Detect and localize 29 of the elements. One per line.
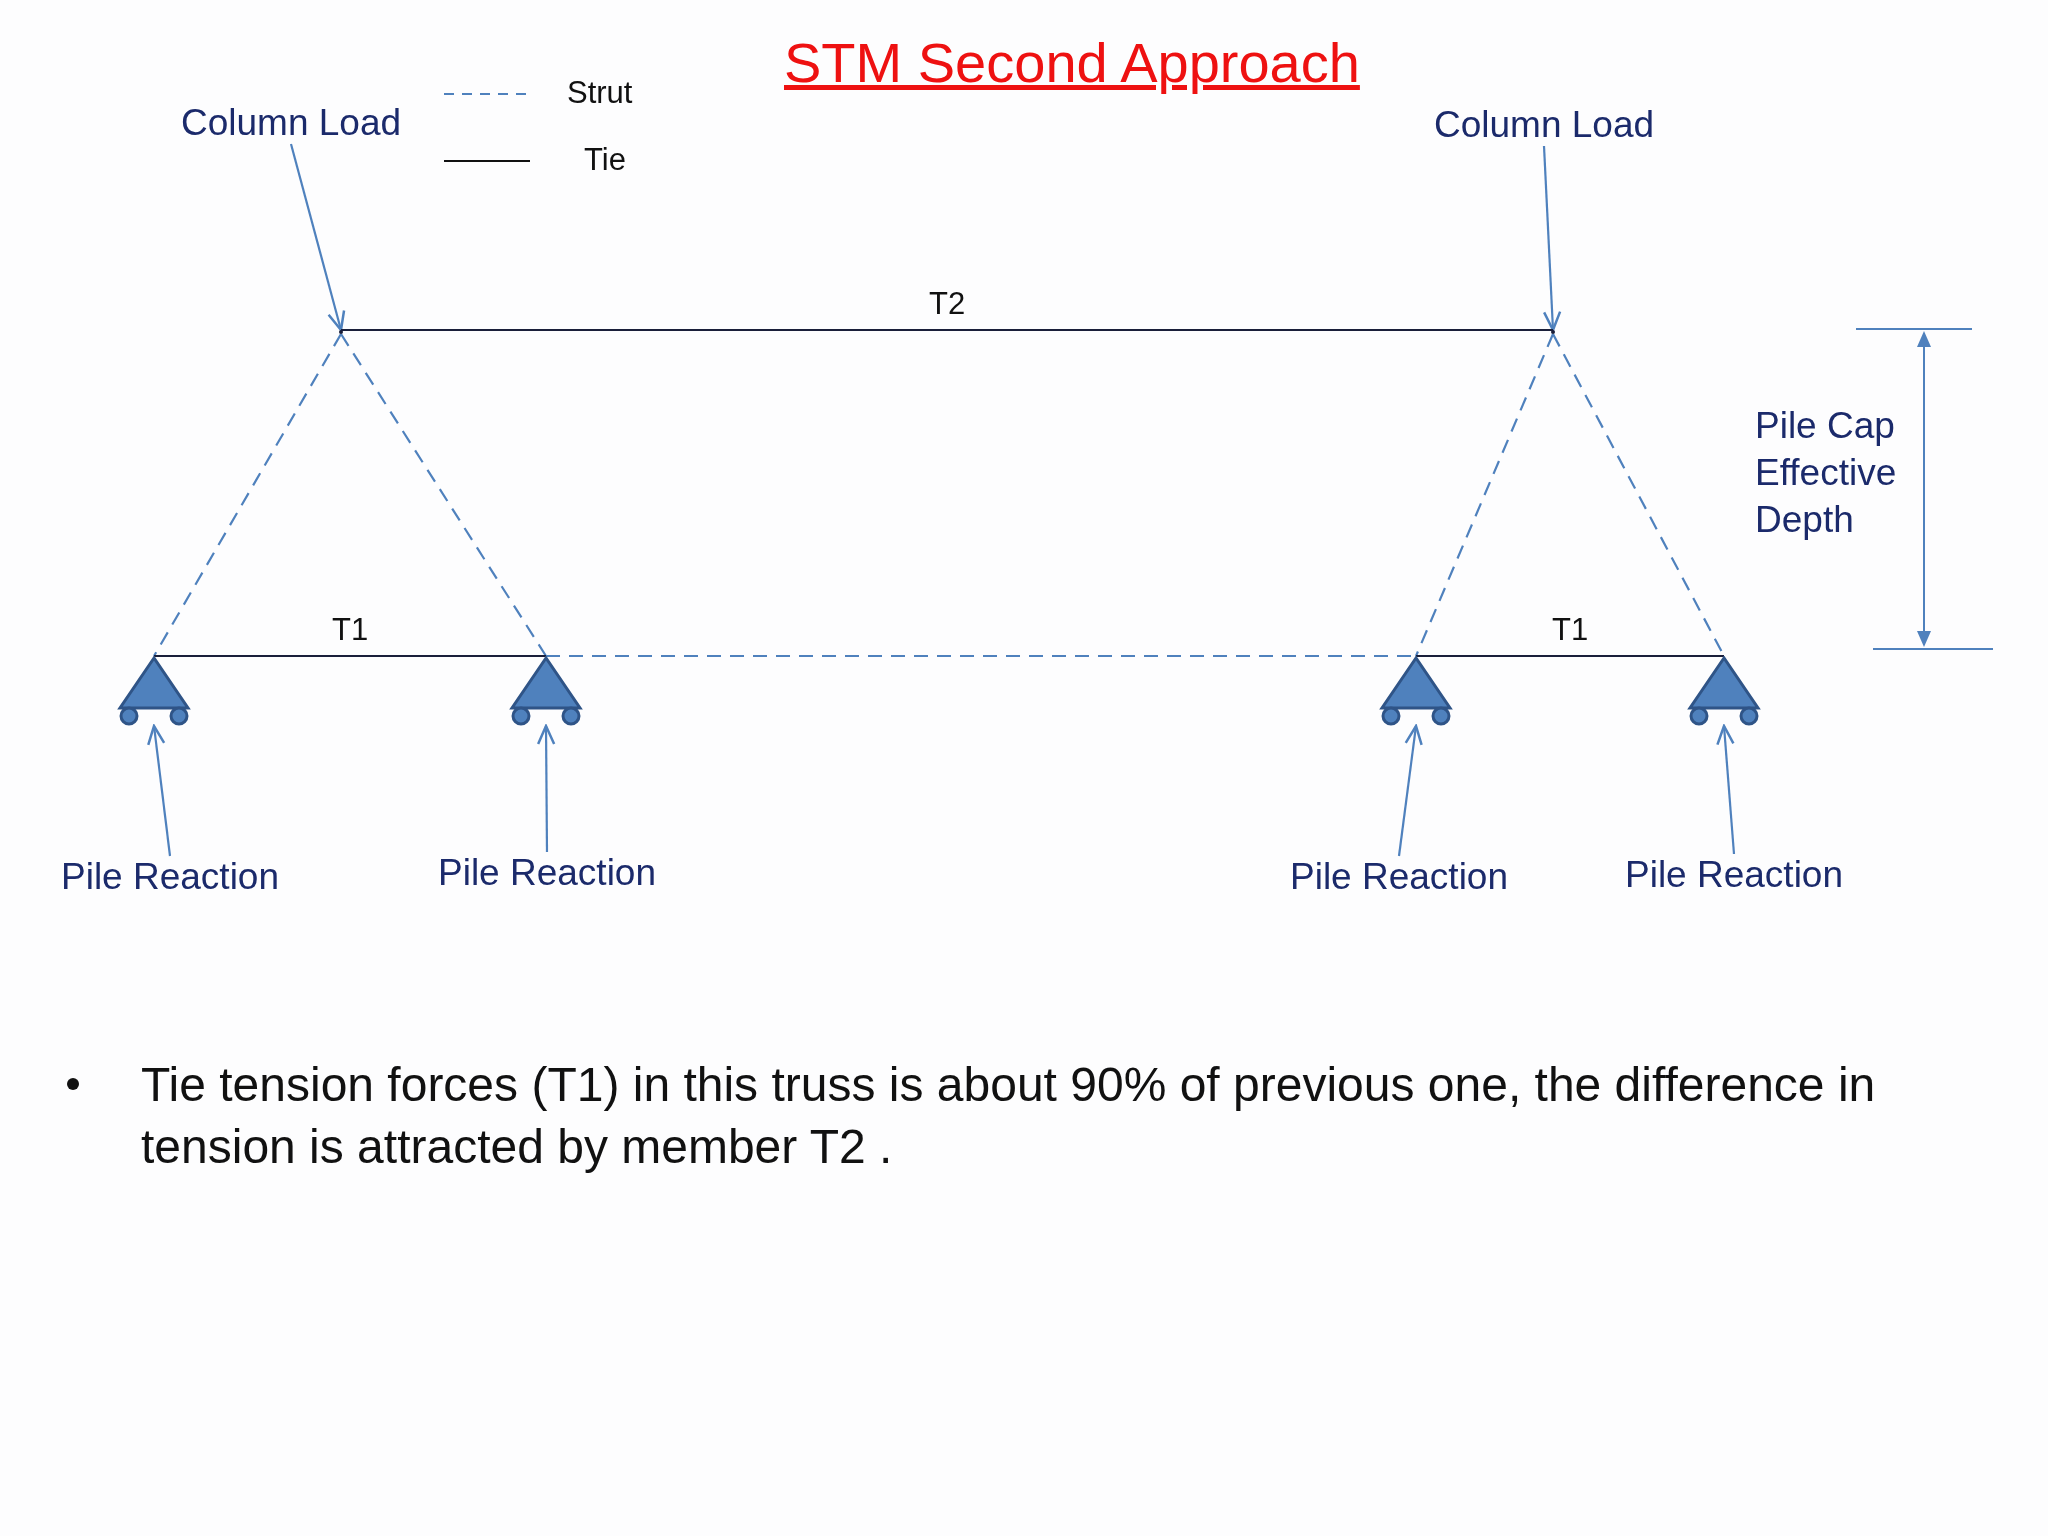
reaction-label: Pile Reaction <box>61 856 279 898</box>
reaction-label: Pile Reaction <box>1290 856 1508 898</box>
force-arrow <box>536 724 556 852</box>
force-arrow <box>1397 724 1423 857</box>
tie-line <box>1416 654 1724 658</box>
force-arrow <box>289 143 346 332</box>
legend-label: Tie <box>584 142 626 178</box>
dimension-label: Pile Cap Effective Depth <box>1755 404 1898 542</box>
title: STM Second Approach <box>784 30 1360 95</box>
strut-line <box>153 333 342 657</box>
force-arrow <box>147 724 172 857</box>
reaction-label: Pile Reaction <box>1625 854 1843 896</box>
truss-joint <box>1551 330 1555 334</box>
roller-support-icon <box>1379 656 1453 726</box>
strut-line <box>340 333 547 657</box>
bullet-text: Tie tension forces (T1) in this truss is about 90% of previous one, the difference in tension is attracted by member T2 . <box>141 1057 1877 1175</box>
roller-support-icon <box>117 656 191 726</box>
roller-support-icon <box>509 656 583 726</box>
strut-line <box>1415 333 1554 657</box>
load-label: Column Load <box>181 102 402 144</box>
tie-line <box>341 328 1553 332</box>
truss-joint <box>339 330 343 334</box>
legend-label: Strut <box>567 75 633 111</box>
roller-support-icon <box>1687 656 1761 726</box>
force-arrow <box>1716 724 1736 855</box>
load-label: Column Load <box>1434 104 1655 146</box>
force-arrow <box>1542 145 1562 332</box>
reaction-label: Pile Reaction <box>438 852 656 894</box>
tie-line <box>154 654 546 658</box>
